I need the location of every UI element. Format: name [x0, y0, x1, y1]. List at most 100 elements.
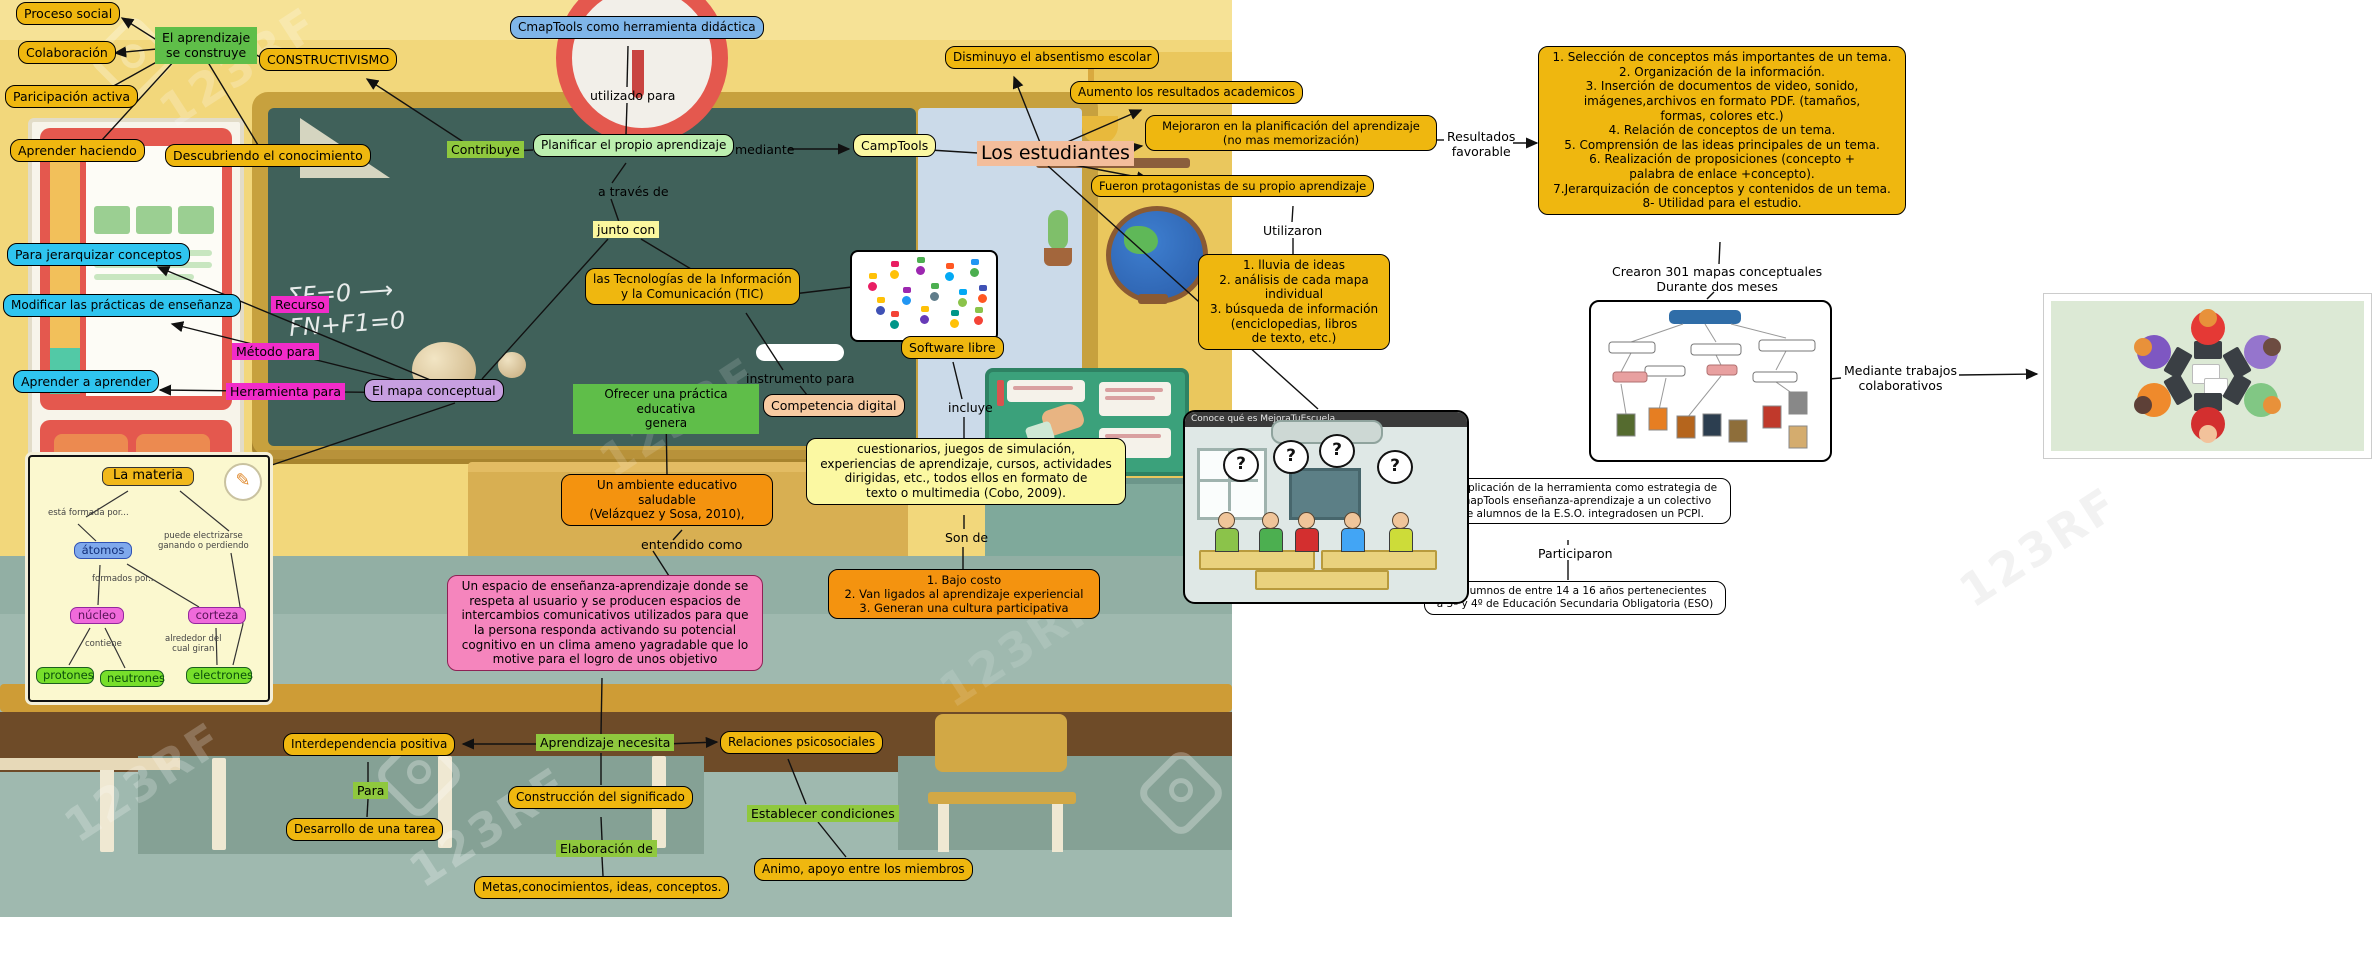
- person-head: [2198, 425, 2217, 443]
- node-relaciones-psicosociales: Relaciones psicosociales: [720, 731, 884, 754]
- node-participacion-activa: Paricipación activa: [5, 85, 139, 109]
- chair-seat: [928, 792, 1076, 804]
- video-thumbnail: Conoce qué es MejoraTuEscuela ????: [1183, 410, 1469, 604]
- speech-bubble-icon: [975, 307, 983, 313]
- person-dot-icon: [920, 315, 929, 324]
- collaboration-image: [2043, 293, 2372, 459]
- node-modificar-practicas: Modificar las prácticas de enseñanza: [3, 294, 241, 317]
- node-colaboracion: Colaboración: [18, 41, 116, 65]
- node-competencia-digital: Competencia digital: [763, 394, 905, 418]
- node-establecer-condiciones: Establecer condiciones: [747, 805, 899, 823]
- student-head: [1262, 512, 1279, 529]
- node-ambiente-saludable: Un ambiente educativo saludable (Velázqu…: [561, 474, 773, 526]
- speech-bubble-icon: [869, 273, 877, 279]
- node-protones: protones: [36, 667, 94, 685]
- node-entendido-como: entendido como: [641, 537, 743, 552]
- pencil-badge-icon: ✎: [224, 463, 262, 501]
- student-figure: [1259, 528, 1283, 552]
- globe-land: [1124, 226, 1158, 254]
- student-head: [1392, 512, 1409, 529]
- student-head: [1218, 512, 1235, 529]
- node-software-libre: Software libre: [901, 336, 1004, 360]
- node-metodo-para: Método para: [232, 343, 319, 361]
- node-a-traves-de: a través de: [598, 184, 669, 199]
- speech-bubble-icon: [979, 285, 987, 291]
- person-dot-icon: [902, 296, 911, 305]
- node-alumnos-59: 59 alumnos de entre 14 a 16 años pertene…: [1424, 581, 1726, 615]
- node-cuestionarios: cuestionarios, juegos de simulación, exp…: [806, 438, 1126, 505]
- speech-bubble-icon: [921, 306, 929, 312]
- node-resultados-favorable: Resultados favorable: [1447, 129, 1516, 160]
- node-planificar-aprendizaje: Planificar el propio aprendizaje: [533, 134, 735, 157]
- node-mapa-conceptual: El mapa conceptual: [364, 379, 504, 403]
- node-mediante: mediante: [735, 142, 795, 157]
- chalk-eraser: [756, 344, 844, 361]
- node-utilizado-para: utilizado para: [590, 88, 676, 103]
- node-alrededor-del: alrededor del cual giran: [165, 634, 222, 654]
- node-atomos: átomos: [74, 542, 132, 560]
- node-aprender-haciendo: Aprender haciendo: [10, 139, 145, 163]
- node-aprender-a-aprender: Aprender a aprender: [13, 370, 160, 394]
- node-esta-formada-por: está formada por...: [48, 508, 129, 518]
- mini-concept-map-thumbnail: [1589, 300, 1832, 462]
- node-son-de: Son de: [945, 530, 989, 545]
- node-junto-con: junto con: [593, 221, 660, 239]
- school-desk-icon: [1321, 550, 1437, 570]
- person-dot-icon: [916, 266, 925, 275]
- school-desk-icon: [1255, 570, 1389, 590]
- student-head: [1298, 512, 1315, 529]
- speech-bubble-icon: [917, 257, 925, 263]
- chair: [935, 714, 1067, 772]
- cactus-pot: [1044, 248, 1072, 266]
- node-aumento-resultados: Aumento los resultados academicos: [1070, 81, 1303, 104]
- node-contiene: contiene: [85, 639, 122, 649]
- node-mediante-trabajos: Mediante trabajos colaborativos: [1844, 363, 1957, 394]
- node-tic-box: las Tecnologías de la Información y la C…: [585, 268, 800, 306]
- node-animo-apoyo: Animo, apoyo entre los miembros: [754, 858, 973, 881]
- question-bubble-icon: ?: [1319, 434, 1355, 468]
- speech-bubble-icon: [971, 259, 979, 265]
- speech-bubble-icon: [877, 297, 885, 303]
- globe-stand: [1138, 294, 1168, 304]
- node-disminuyo-absentismo: Disminuyo el absentismo escolar: [945, 46, 1160, 69]
- node-lista-logros: 1. Selección de conceptos más importante…: [1538, 46, 1906, 215]
- node-crearon-mapas: Crearon 301 mapas conceptuales Durante d…: [1612, 264, 1823, 295]
- node-aplicacion-herramienta: Ls aplicación de la herramienta como est…: [1433, 478, 1731, 525]
- student-figure: [1295, 528, 1319, 552]
- node-mejoraron-planificacion: Mejoraron en la planificación del aprend…: [1145, 115, 1437, 152]
- speech-bubble-icon: [931, 283, 939, 289]
- chalk-tray: [268, 450, 1098, 459]
- person-dot-icon: [890, 270, 899, 279]
- node-fueron-protagonistas: Fueron protagonistas de su propio aprend…: [1091, 175, 1375, 198]
- small-sphere-model: [498, 352, 526, 378]
- speech-bubble-icon: [959, 289, 967, 295]
- person-dot-icon: [970, 268, 979, 277]
- person-head: [2134, 396, 2153, 414]
- node-incluye: incluye: [948, 400, 993, 415]
- student-figure: [1215, 528, 1239, 552]
- node-cmaptools-herramienta: CmapTools como herramienta didáctica: [510, 16, 764, 39]
- node-instrumento-para: instrumento para: [746, 371, 855, 386]
- speech-bubble-icon: [951, 310, 959, 316]
- node-formados-por: formados por...: [92, 574, 157, 584]
- node-para: Para: [353, 782, 389, 800]
- node-interdependencia-positiva: Interdependencia positiva: [283, 733, 456, 756]
- question-bubble-icon: ?: [1223, 448, 1259, 482]
- social-network-image: [850, 250, 998, 342]
- node-electrones: electrones: [186, 667, 253, 685]
- node-para-jerarquizar: Para jerarquizar conceptos: [7, 243, 190, 267]
- person-dot-icon: [876, 306, 885, 315]
- node-la-materia: La materia: [102, 467, 194, 486]
- laptop-icon: [2193, 341, 2222, 359]
- person-dot-icon: [950, 319, 959, 328]
- node-constructivismo: CONSTRUCTIVISMO: [259, 48, 398, 72]
- node-participaron: Participaron: [1538, 546, 1613, 561]
- student-head: [1344, 512, 1361, 529]
- speech-bubble-icon: [903, 287, 911, 293]
- node-nucleo: núcleo: [70, 607, 124, 625]
- person-head: [2134, 338, 2153, 356]
- person-dot-icon: [868, 282, 877, 291]
- video-title-bar: Conoce qué es MejoraTuEscuela: [1185, 412, 1467, 427]
